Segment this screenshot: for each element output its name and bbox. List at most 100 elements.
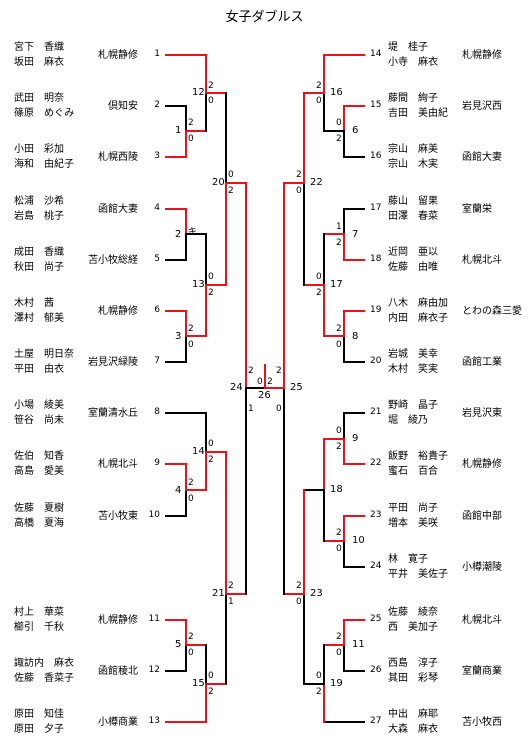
match-score-top: 2 xyxy=(208,81,214,91)
entry-player-1: 松浦 沙希 xyxy=(14,196,64,207)
entry-player-1: 土屋 明日奈 xyxy=(14,349,74,360)
entry-player-1: 宮下 香織 xyxy=(14,42,64,53)
match-score-top: 2 xyxy=(188,478,194,488)
entry-player-2: 岩島 桃子 xyxy=(14,211,64,222)
match-number: 18 xyxy=(330,484,343,495)
entry-school: 岩見沢緑陵 xyxy=(88,357,138,368)
entry-school: 室蘭清水丘 xyxy=(88,408,138,419)
entry-school: 札幌静修 xyxy=(98,50,138,61)
match-score-top: 2 xyxy=(188,632,194,642)
match-score-top: 2 xyxy=(228,581,234,591)
match-number: 10 xyxy=(352,535,365,546)
match-number: 1 xyxy=(175,125,182,136)
entry-number: 16 xyxy=(370,151,382,161)
entry-number: 18 xyxy=(370,254,382,264)
entry-player-2: 佐藤 香菜子 xyxy=(14,673,74,684)
match-score-top: 0 xyxy=(228,170,234,180)
entry-player-1: 村上 華菜 xyxy=(14,607,64,618)
match-number: 16 xyxy=(330,87,343,98)
match-score-bottom: 0 xyxy=(188,494,194,504)
entry-player-2: 平井 美佐子 xyxy=(388,569,448,580)
match-score-bottom: 2 xyxy=(208,687,214,697)
match-score-bottom: 2 xyxy=(336,442,342,452)
match-number: 2 xyxy=(175,229,182,240)
match-score-top: 2 xyxy=(336,324,342,334)
match-score-bottom: 2 xyxy=(208,288,214,298)
entry-number: 23 xyxy=(370,510,382,520)
match-number: 6 xyxy=(352,125,359,136)
entry-player-1: 佐藤 夏樹 xyxy=(14,503,64,514)
match-number: 14 xyxy=(192,446,205,457)
entry-school: とわの森三愛 xyxy=(462,306,522,317)
match-score-bottom: 2 xyxy=(316,288,322,298)
final-match-number: 26 xyxy=(258,390,271,401)
entry-player-2: 坂田 麻衣 xyxy=(14,57,64,68)
match-number: 24 xyxy=(230,382,243,393)
entry-player-1: 佐伯 知香 xyxy=(14,451,64,462)
entry-school: 小樽商業 xyxy=(98,717,138,728)
entry-player-2: 増本 美咲 xyxy=(388,518,438,529)
entry-player-1: 飯野 裕貴子 xyxy=(388,451,448,462)
entry-school: 倶知安 xyxy=(108,101,138,112)
entry-player-2: 櫛引 千秋 xyxy=(14,622,64,633)
entry-player-1: 藤間 絢子 xyxy=(388,93,438,104)
entry-school: 函館大妻 xyxy=(462,152,502,163)
match-number: 3 xyxy=(175,331,182,342)
entry-number: 7 xyxy=(154,356,160,366)
match-number: 15 xyxy=(192,678,205,689)
entry-player-2: 平田 由衣 xyxy=(14,364,64,375)
entry-number: 24 xyxy=(370,561,382,571)
entry-number: 19 xyxy=(370,305,382,315)
bracket-title: 女子ダブルス xyxy=(225,10,304,25)
entry-number: 21 xyxy=(370,407,382,417)
entry-number: 25 xyxy=(370,614,382,624)
entry-number: 20 xyxy=(370,356,382,366)
entry-school: 苫小牧西 xyxy=(462,717,502,728)
entry-player-2: 秋田 尚子 xyxy=(14,262,64,273)
match-score-bottom: 0 xyxy=(188,648,194,658)
entry-player-1: 西島 淳子 xyxy=(388,658,438,669)
entry-number: 8 xyxy=(154,407,160,417)
entry-school: 函館中部 xyxy=(462,511,502,522)
match-number: 25 xyxy=(290,382,303,393)
match-score-bottom: 2 xyxy=(316,687,322,697)
match-score-top: 0 xyxy=(316,272,322,282)
entry-number: 13 xyxy=(148,716,160,726)
entry-player-1: 諏訪内 麻衣 xyxy=(14,658,74,669)
match-score-bottom: 0 xyxy=(208,96,214,106)
entry-player-2: 佐藤 由唯 xyxy=(388,262,438,273)
entry-school: 札幌静修 xyxy=(98,306,138,317)
entry-player-2: 宗山 木実 xyxy=(388,159,438,170)
match-number: 20 xyxy=(212,177,225,188)
entry-player-2: 笹谷 尚未 xyxy=(14,415,64,426)
entry-number: 9 xyxy=(154,458,160,468)
entry-number: 3 xyxy=(154,151,160,161)
match-number: 8 xyxy=(352,331,359,342)
match-score-top: 2 xyxy=(336,632,342,642)
entry-number: 1 xyxy=(154,49,160,59)
match-score-bottom: 2 xyxy=(336,134,342,144)
entry-player-2: 西 美加子 xyxy=(388,622,438,633)
match-score-top: 0 xyxy=(336,118,342,128)
entry-player-2: 澤村 郁美 xyxy=(14,313,64,324)
entry-player-2: 小寺 麻衣 xyxy=(388,57,438,68)
match-score-bottom: 0 xyxy=(276,404,282,414)
entry-player-1: 八木 麻由加 xyxy=(388,298,448,309)
entry-number: 26 xyxy=(370,665,382,675)
entry-player-2: 其田 彩琴 xyxy=(388,673,438,684)
entry-player-2: 高島 愛美 xyxy=(14,466,64,477)
match-score-bottom: 2 xyxy=(336,238,342,248)
match-score-top: 0 xyxy=(208,272,214,282)
match-score-bottom: 0 xyxy=(336,340,342,350)
entry-school: 函館工業 xyxy=(462,357,502,368)
entry-school: 苫小牧東 xyxy=(98,511,138,522)
entry-school: 室蘭商業 xyxy=(462,666,502,677)
match-number: 7 xyxy=(352,229,359,240)
match-number: 9 xyxy=(352,433,359,444)
match-score-bottom: 0 xyxy=(188,340,194,350)
entry-school: 札幌北斗 xyxy=(462,255,502,266)
entry-player-1: 中出 麻耶 xyxy=(388,709,438,720)
entry-player-2: 吉田 美由紀 xyxy=(388,108,448,119)
match-score-bottom: 0 xyxy=(336,648,342,658)
entry-player-2: 海和 由紀子 xyxy=(14,159,74,170)
